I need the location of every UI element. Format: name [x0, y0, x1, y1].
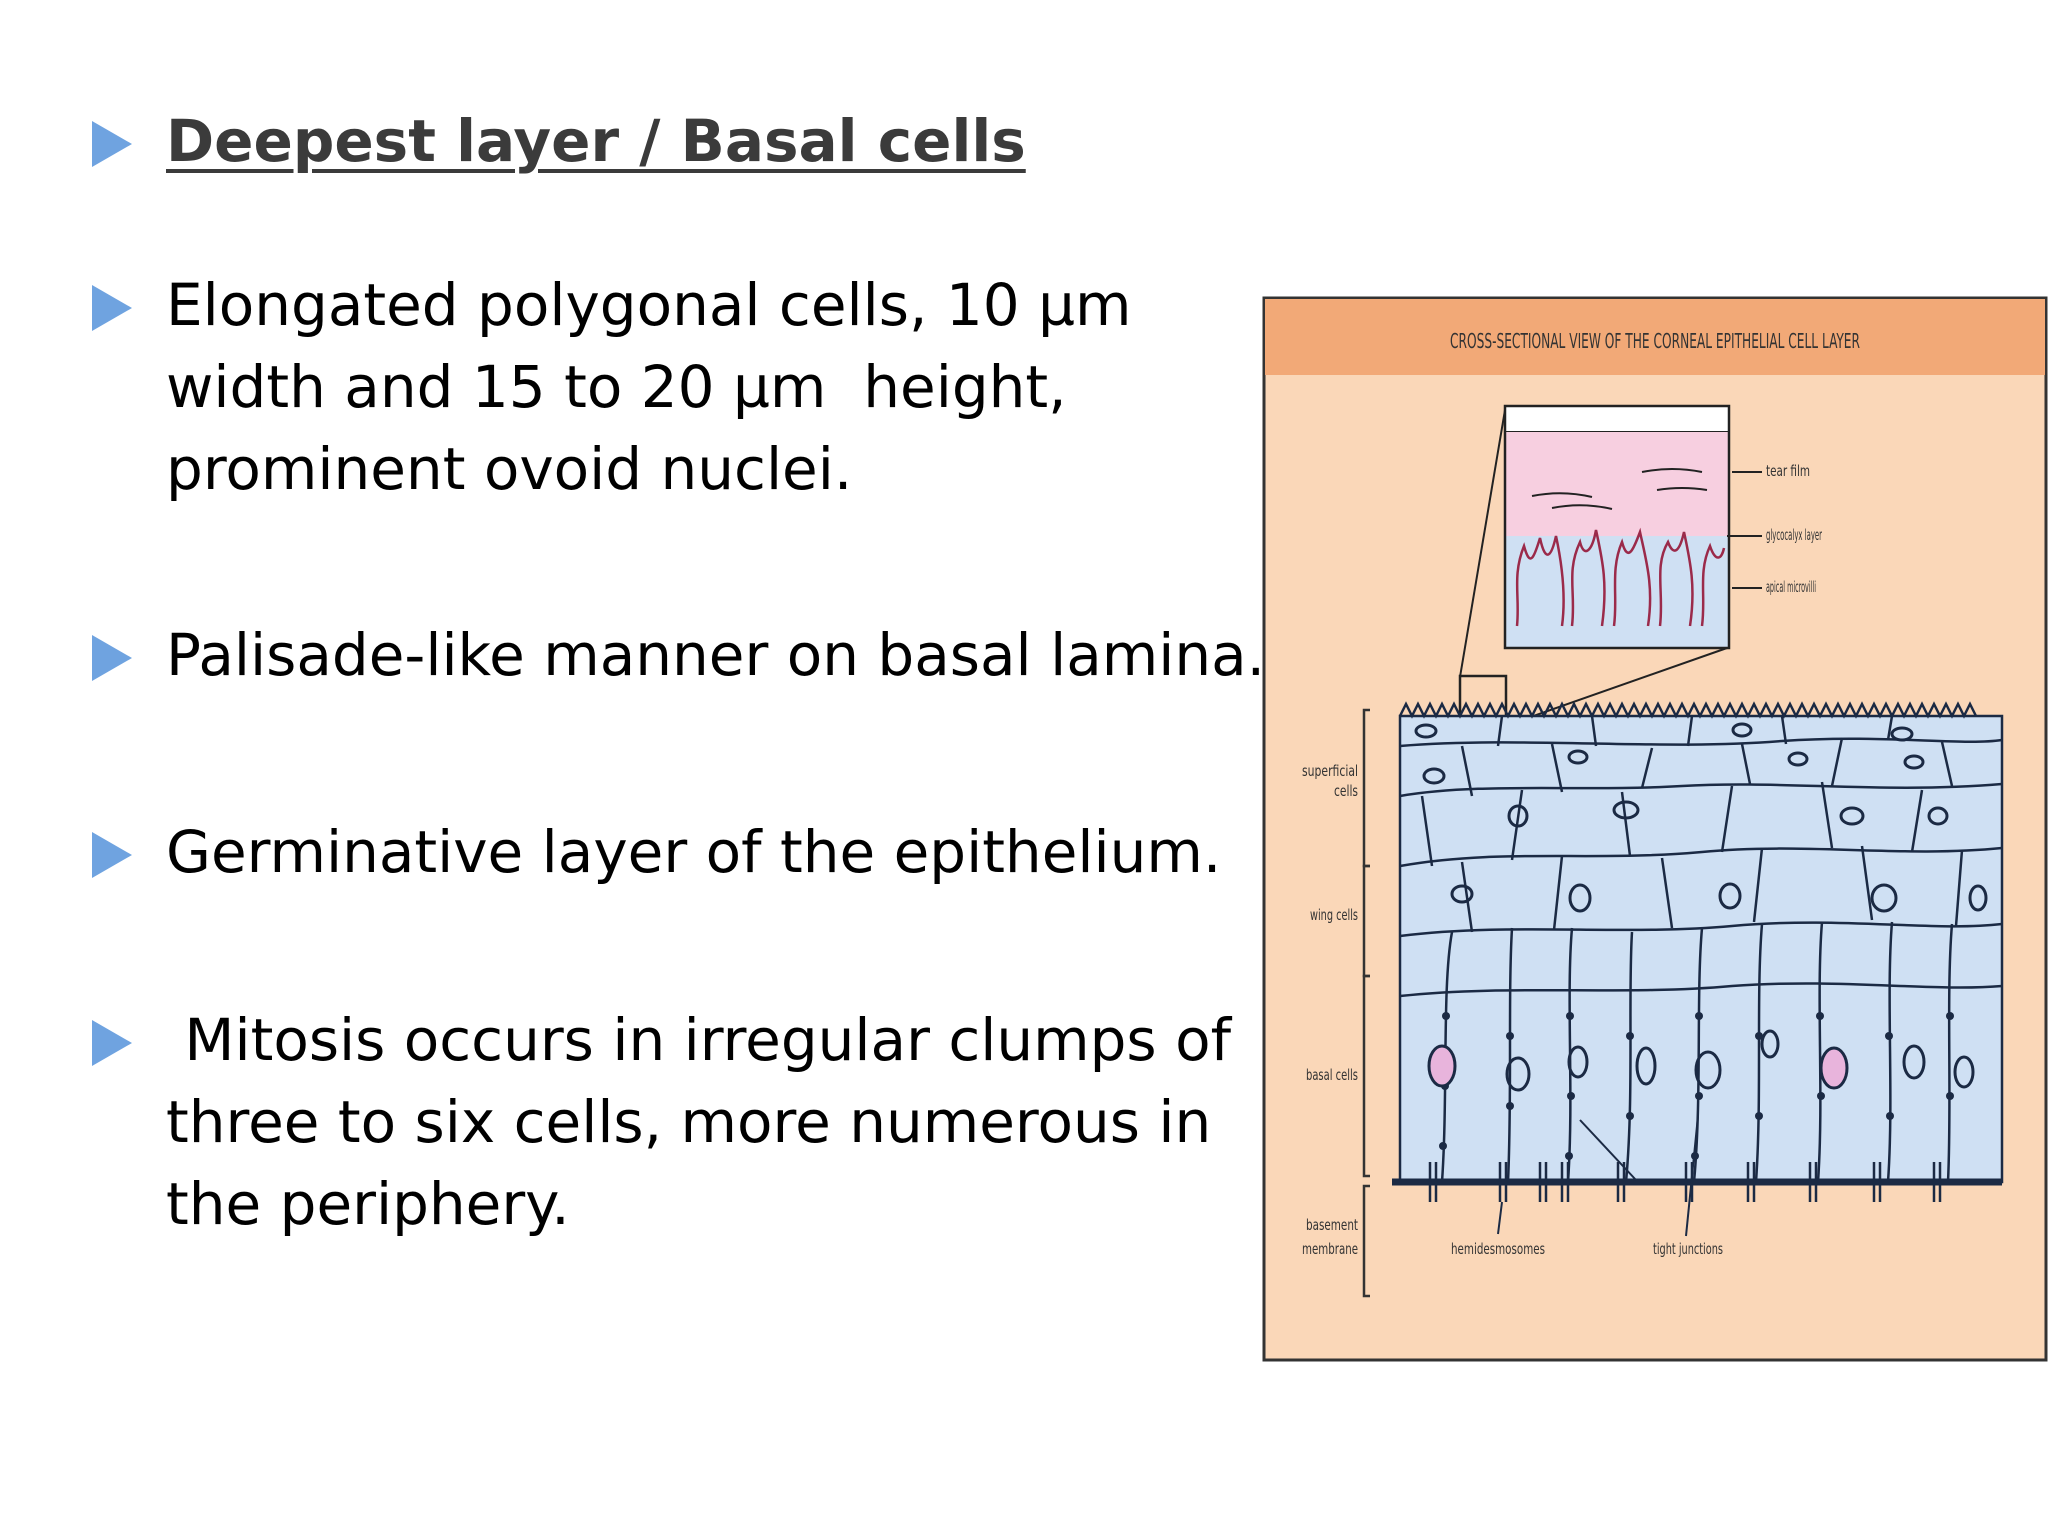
label-wing-cells: wing cells — [1310, 906, 1358, 924]
label-superficial-cells-1: superficial — [1302, 762, 1358, 780]
label-basement-membrane-2: membrane — [1302, 1240, 1358, 1258]
bullet-arrow-icon — [92, 121, 132, 167]
cell-nuclei — [1414, 722, 1988, 1092]
layer-brackets — [1362, 708, 1370, 1298]
bullet-1-line-2: width and 15 to 20 µm height, — [166, 353, 1067, 421]
label-hemidesmosomes: hemidesmosomes — [1451, 1240, 1545, 1258]
corneal-epithelium-diagram: CROSS-SECTIONAL VIEW OF THE CORNEAL EPIT… — [1262, 296, 2048, 1362]
apical-microvilli-edge — [1398, 701, 1978, 719]
bullet-arrow-icon — [92, 832, 132, 878]
label-basement-membrane-1: basement — [1306, 1216, 1358, 1234]
bullet-3-line-1: Germinative layer of the epithelium. — [166, 818, 1222, 886]
basement-membrane — [1392, 1115, 2002, 1237]
bullet-arrow-icon — [92, 1020, 132, 1066]
label-basal-cells: basal cells — [1306, 1066, 1358, 1084]
bullet-2-line-1: Palisade-like manner on basal lamina. — [166, 621, 1266, 689]
bullet-1-line-3: prominent ovoid nuclei. — [166, 435, 853, 503]
inset-label-tear-film: tear film — [1766, 462, 1810, 480]
figure-title: CROSS-SECTIONAL VIEW OF THE CORNEAL EPIT… — [1450, 329, 1860, 353]
bullet-4-line-3: the periphery. — [166, 1170, 570, 1238]
bullet-arrow-icon — [92, 635, 132, 681]
figure-header-band — [1265, 299, 2045, 375]
bullet-4-line-2: three to six cells, more numerous in — [166, 1088, 1212, 1156]
slide-heading: Deepest layer / Basal cells — [166, 107, 1026, 175]
magnified-inset — [1458, 404, 1762, 728]
label-tight-junctions: tight junctions — [1653, 1240, 1723, 1258]
label-superficial-cells-2: cells — [1334, 782, 1358, 800]
inset-label-glycocalyx: glycocalyx layer — [1766, 526, 1822, 544]
bullet-4-line-1: Mitosis occurs in irregular clumps of — [166, 1006, 1231, 1074]
bullet-arrow-icon — [92, 285, 132, 331]
inset-label-apical-microvilli: apical microvilli — [1766, 578, 1816, 596]
bullet-1-line-1: Elongated polygonal cells, 10 µm — [166, 271, 1132, 339]
epithelium-layers — [1398, 701, 2004, 1184]
desmosome-dots — [1439, 1012, 1954, 1160]
